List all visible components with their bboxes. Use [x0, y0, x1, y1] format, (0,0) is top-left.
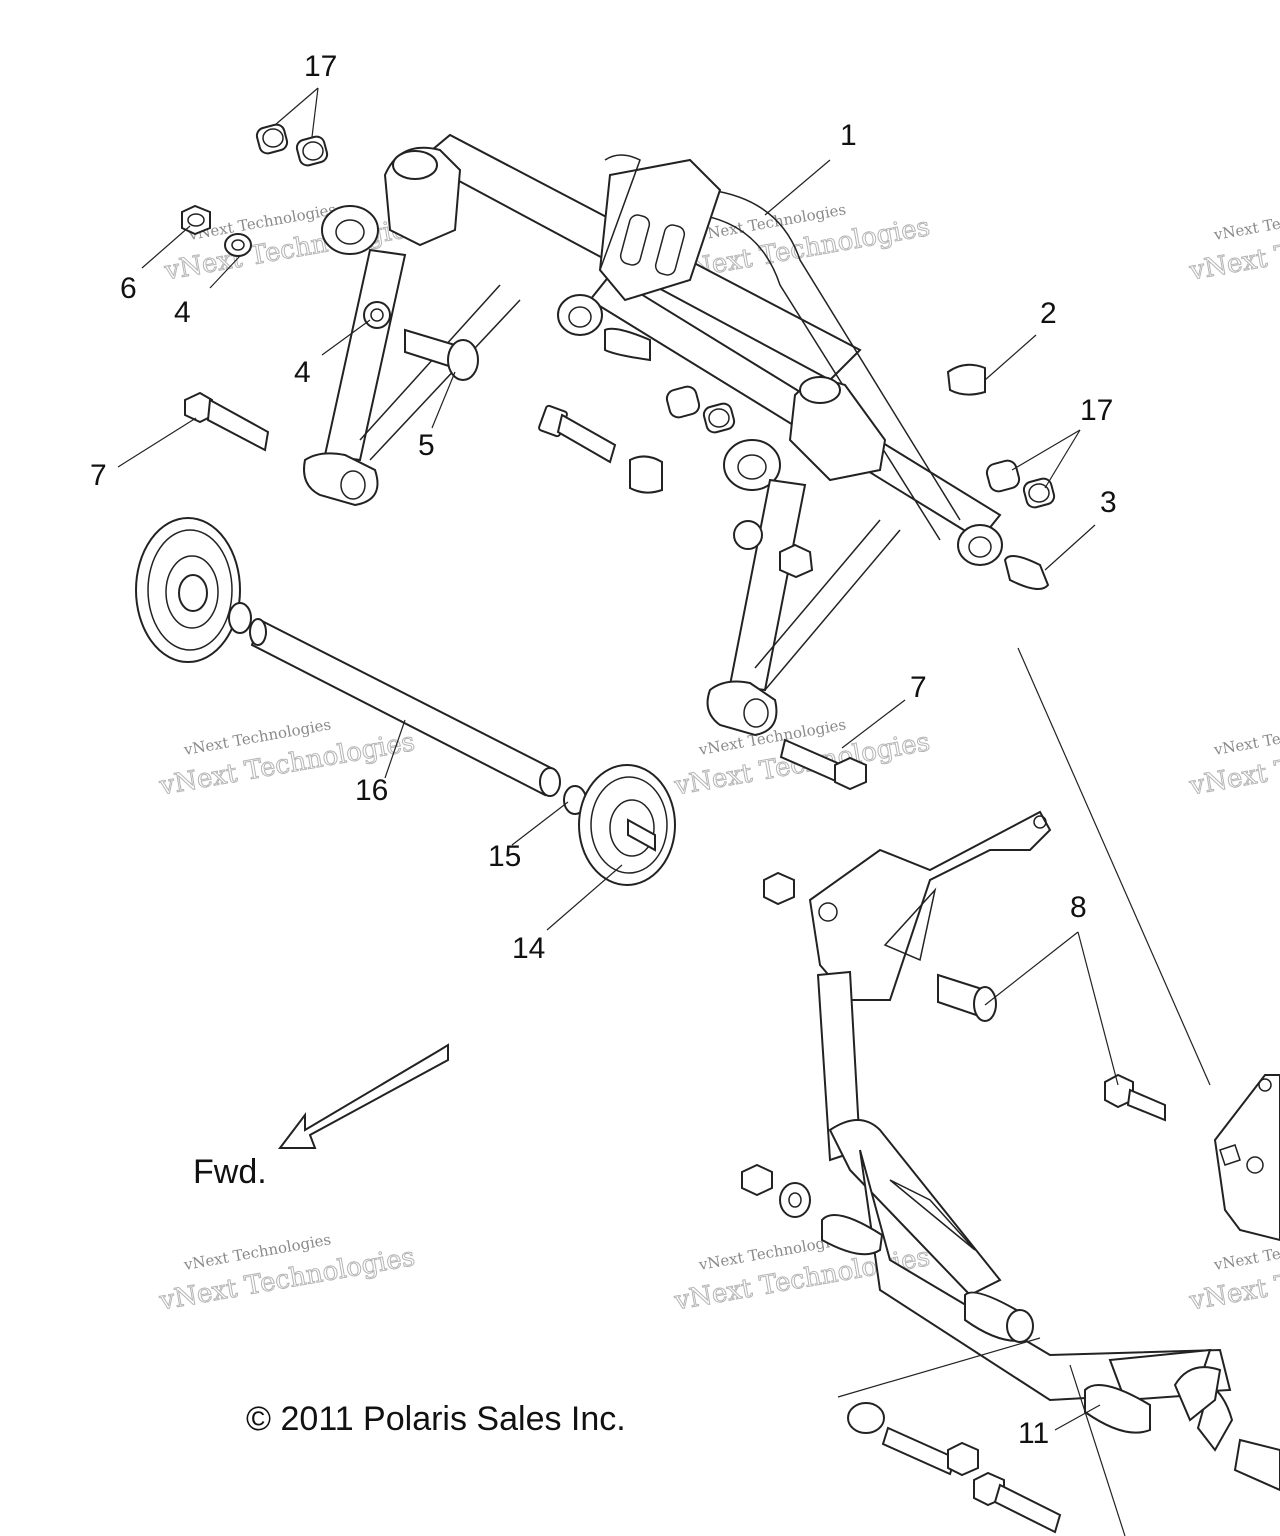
callout-labels: 17 1 6 4 4 2 17 5 7 3 7 16 15 14 8 11	[90, 50, 1117, 1450]
callout-14: 14	[512, 932, 545, 965]
copyright-notice: © 2011 Polaris Sales Inc.	[246, 1400, 626, 1438]
callout-16: 16	[355, 774, 388, 807]
svg-text:vNext Technologies: vNext Technologies	[1212, 715, 1280, 759]
callout-1: 1	[840, 119, 857, 152]
callout-17: 17	[1080, 394, 1113, 427]
callout-7: 7	[910, 671, 927, 704]
hardware-upper-left	[181, 123, 1056, 791]
callout-17: 17	[304, 50, 337, 83]
callout-6: 6	[120, 272, 137, 305]
callout-4: 4	[174, 296, 191, 329]
upper-arm-assembly	[303, 133, 1003, 737]
direction-label: Fwd.	[193, 1153, 267, 1191]
forward-arrow	[277, 1043, 449, 1149]
watermark: vNext Technologies vNext Technologies	[156, 1230, 418, 1317]
callout-2: 2	[1040, 297, 1057, 330]
idler-wheel-assembly	[135, 517, 676, 886]
callout-8: 8	[1070, 891, 1087, 924]
svg-text:vNext Technologies: vNext Technologies	[1212, 200, 1280, 244]
watermark: vNext Technologies vNext Technologies	[1186, 200, 1280, 287]
callout-3: 3	[1100, 486, 1117, 519]
callout-11: 11	[1018, 1417, 1049, 1450]
callout-7: 7	[90, 459, 107, 492]
watermark: vNext Technologies vNext Technologies	[1186, 715, 1280, 802]
callout-5: 5	[418, 429, 435, 462]
callout-15: 15	[488, 840, 521, 873]
leader-lines	[117, 87, 1126, 1536]
lower-frame-assembly	[741, 647, 1280, 1534]
callout-4: 4	[294, 356, 311, 389]
